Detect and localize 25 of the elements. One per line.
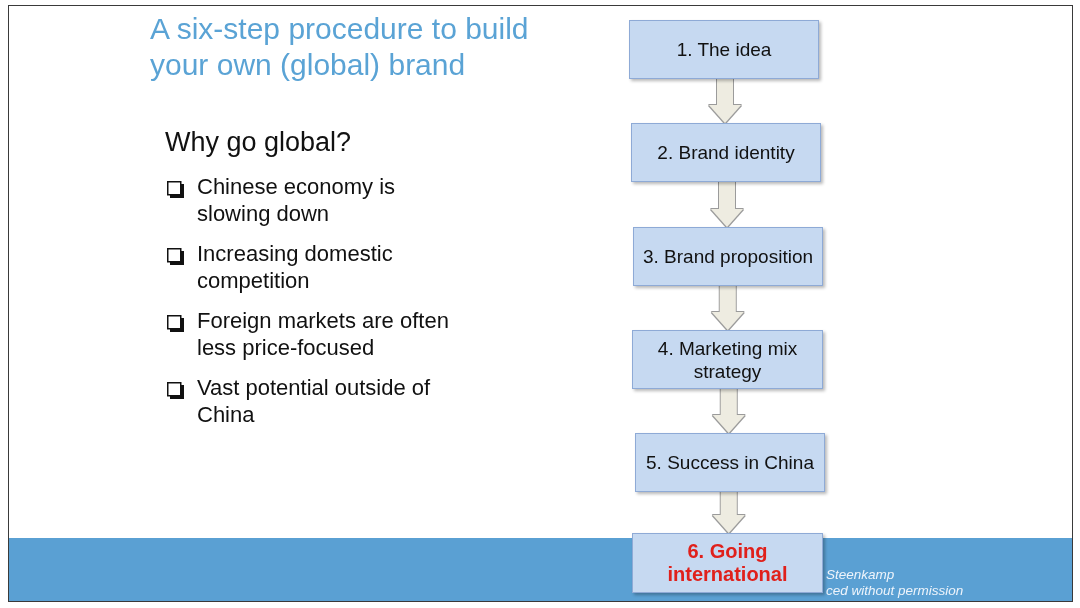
bullet-text: Vast potential outside of China: [197, 374, 432, 428]
block-arrow: [712, 492, 745, 533]
process-box: [635, 433, 825, 492]
step-label: 6. Going international: [666, 540, 789, 586]
step-label: 3. Brand proposition: [642, 245, 814, 268]
slide-title: A six-step procedure to build your own (global) brand: [150, 11, 530, 83]
block-arrow: [711, 286, 744, 330]
step-label: 4. Marketing mix strategy: [656, 336, 799, 383]
footer-note: Steenkamp: [826, 567, 896, 583]
process-box: [631, 123, 821, 182]
process-box: [632, 533, 823, 593]
step-label: 5. Success in China: [646, 451, 814, 474]
bullet-text: Foreign markets are often less price-focused: [197, 307, 450, 361]
step-label: 2. Brand identity: [657, 141, 795, 164]
block-arrow: [711, 182, 743, 227]
section-heading: Why go global?: [165, 127, 353, 157]
block-arrow: [709, 79, 741, 123]
process-box: [629, 20, 819, 79]
bullet-text: Chinese economy is slowing down: [197, 173, 397, 227]
footer-note: ced without permission: [826, 583, 965, 599]
process-box: [632, 330, 823, 389]
block-arrow: [712, 389, 745, 433]
bullet-text: Increasing domestic competition: [197, 240, 394, 294]
process-box: [633, 227, 823, 286]
step-label: 1. The idea: [676, 38, 772, 61]
